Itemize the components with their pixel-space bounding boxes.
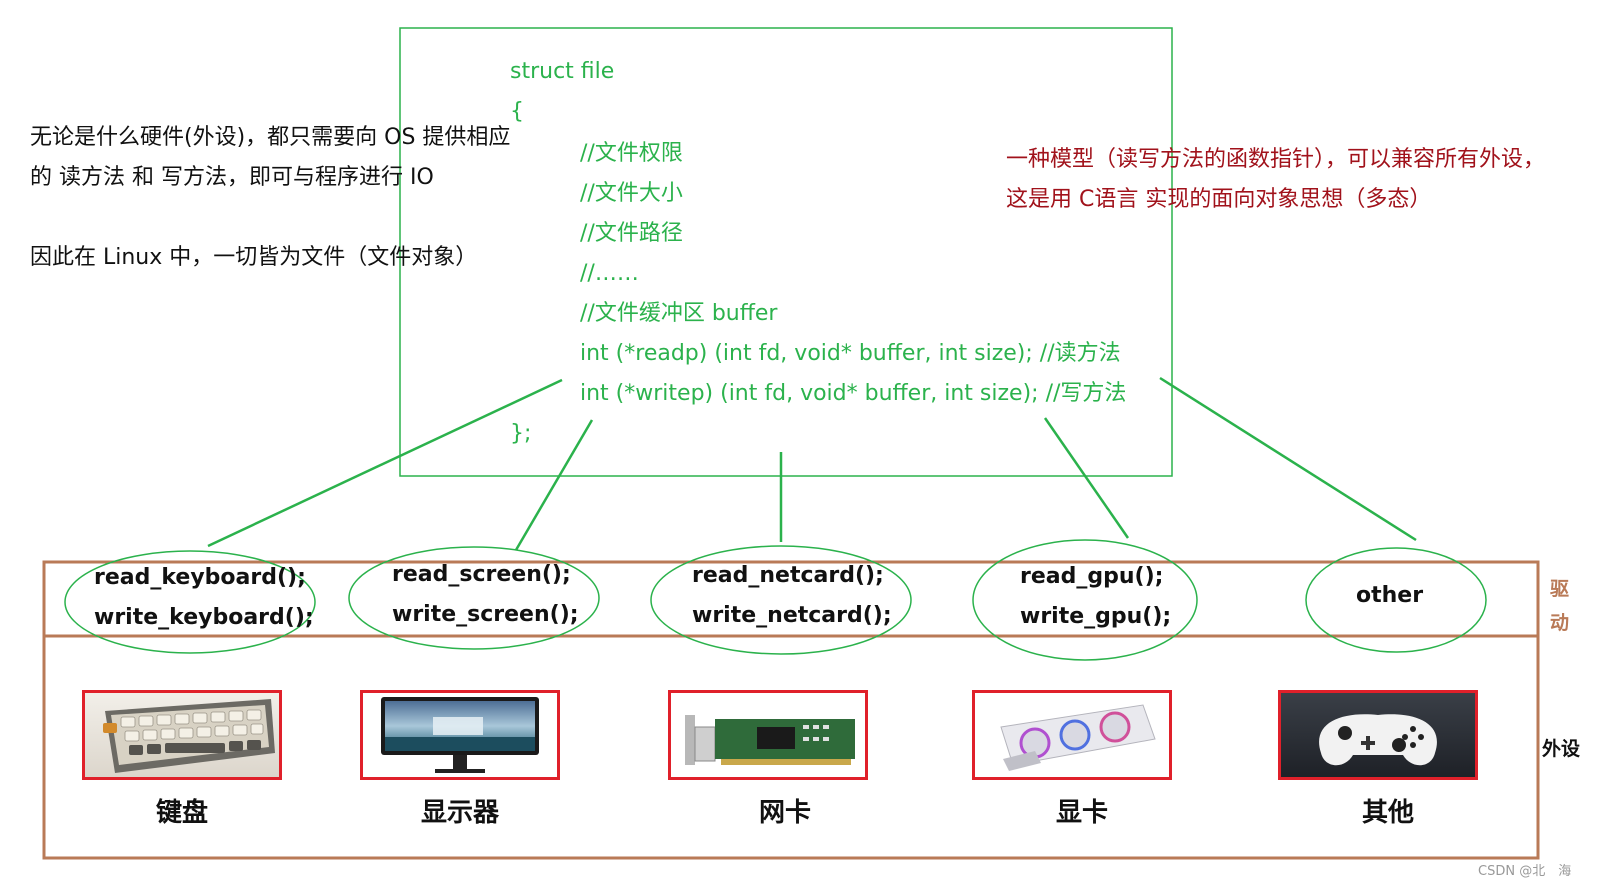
device-label-monitor: 显示器 — [420, 798, 499, 828]
network-card-icon — [685, 715, 855, 765]
note-right-line2: 这是用 C语言 实现的面向对象思想（多态） — [1006, 187, 1432, 212]
code-comment-path: //文件路径 — [580, 221, 683, 246]
connector-screen — [514, 419, 594, 551]
connector-gpu — [1043, 417, 1130, 539]
code-open-brace: { — [510, 99, 524, 124]
csdn-watermark: CSDN @北 海 — [1478, 864, 1572, 879]
driver-write-gpu: write_gpu(); — [1020, 604, 1172, 629]
driver-write-netcard: write_netcard(); — [692, 603, 892, 628]
device-image-monitor — [360, 690, 560, 780]
code-struct-line: struct file — [510, 59, 615, 84]
code-comment-buffer: //文件缓冲区 buffer — [580, 301, 778, 326]
code-close-brace: }; — [510, 421, 532, 446]
code-readp-line: int (*readp) (int fd, void* buffer, int … — [580, 341, 1121, 366]
side-label-driver-2: 动 — [1550, 612, 1570, 634]
device-image-keyboard — [82, 690, 282, 780]
device-image-netcard — [668, 690, 868, 780]
code-comment-permission: //文件权限 — [580, 141, 683, 166]
note-right-line1: 一种模型（读写方法的函数指针），可以兼容所有外设， — [1006, 147, 1546, 172]
connector-other — [1159, 376, 1417, 542]
driver-read-keyboard: read_keyboard(); — [94, 565, 306, 590]
gamepad-icon — [1319, 714, 1437, 766]
note-left-line2: 的 读方法 和 写方法，即可与程序进行 IO — [30, 165, 434, 190]
device-image-other — [1278, 690, 1478, 780]
side-label-driver-1: 驱 — [1550, 578, 1570, 600]
device-label-netcard: 网卡 — [758, 798, 811, 828]
driver-read-screen: read_screen(); — [392, 562, 571, 587]
gpu-icon — [1000, 704, 1156, 771]
code-writep-line: int (*writep) (int fd, void* buffer, int… — [580, 381, 1127, 406]
driver-ellipse-netcard — [650, 545, 912, 655]
code-comment-etc: //…… — [580, 261, 639, 286]
driver-write-screen: write_screen(); — [392, 602, 579, 627]
driver-read-netcard: read_netcard(); — [692, 563, 884, 588]
note-left-line3: 因此在 Linux 中，一切皆为文件（文件对象） — [30, 245, 478, 270]
monitor-icon — [381, 697, 539, 773]
device-label-other: 其他 — [1361, 798, 1414, 828]
device-label-keyboard: 键盘 — [155, 798, 208, 828]
device-label-gpu: 显卡 — [1055, 798, 1108, 828]
note-left-line1: 无论是什么硬件(外设)，都只需要向 OS 提供相应 — [30, 125, 511, 150]
side-label-peripheral: 外设 — [1542, 738, 1581, 760]
driver-read-gpu: read_gpu(); — [1020, 564, 1164, 589]
device-image-gpu — [972, 690, 1172, 780]
struct-file-box — [399, 27, 1173, 477]
driver-ellipse-other — [1305, 547, 1487, 653]
driver-ellipse-keyboard — [64, 550, 316, 654]
connector-keyboard — [207, 378, 563, 548]
driver-other: other — [1356, 583, 1424, 608]
code-comment-size: //文件大小 — [580, 181, 683, 206]
keyboard-icon — [103, 699, 275, 773]
driver-ellipse-screen — [348, 546, 600, 650]
peripheral-frame — [42, 560, 1540, 860]
driver-ellipse-gpu — [972, 539, 1198, 661]
driver-write-keyboard: write_keyboard(); — [94, 605, 314, 630]
